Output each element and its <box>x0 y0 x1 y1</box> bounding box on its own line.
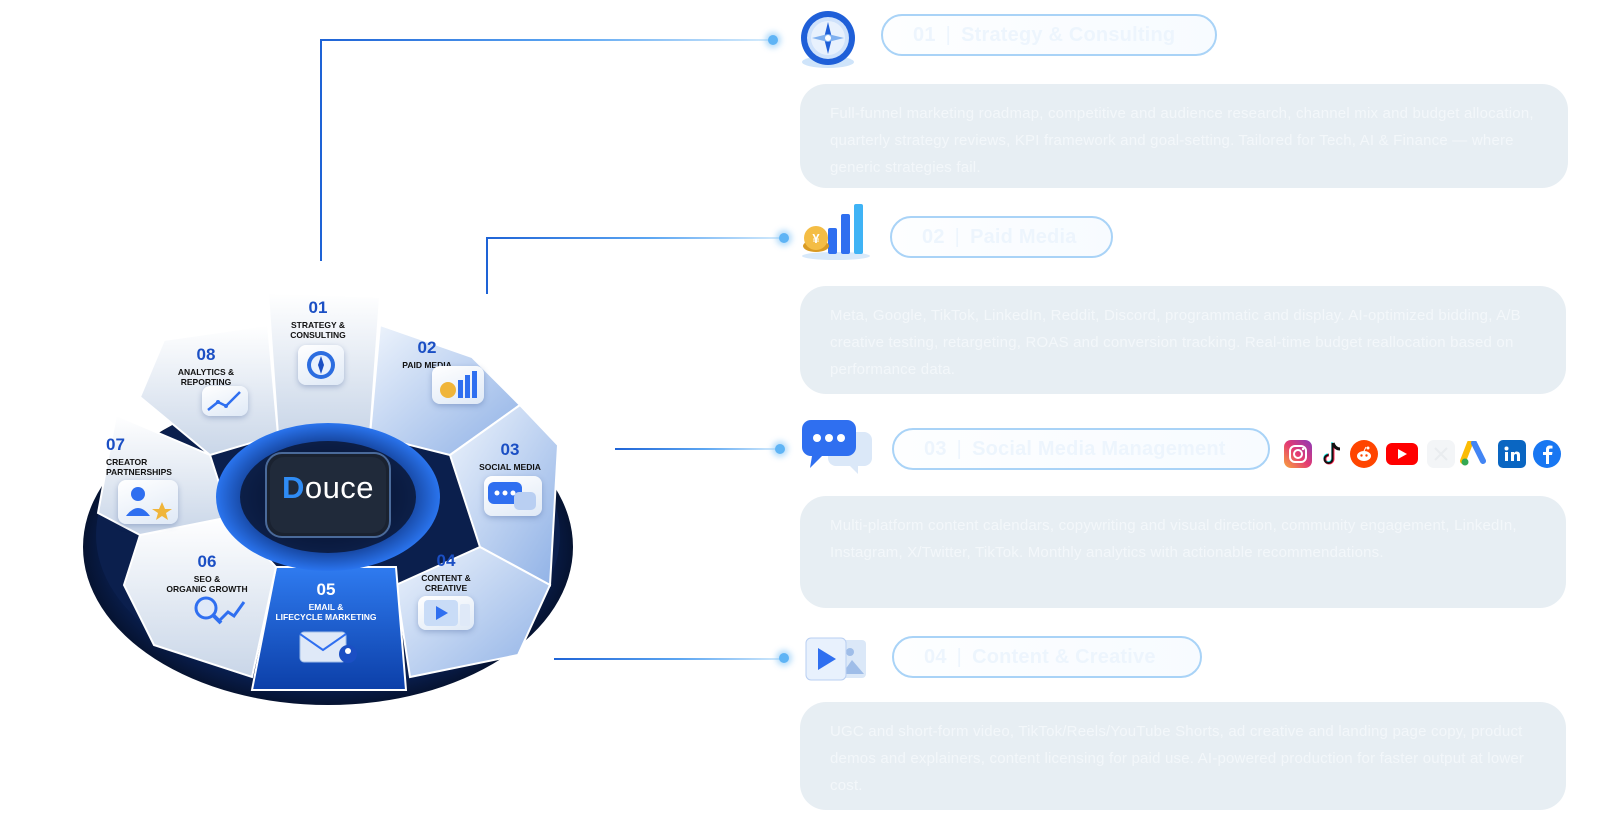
service-pill-02[interactable]: 02 | Paid Media <box>890 216 1113 258</box>
connector-horizontal-02 <box>486 237 784 239</box>
brand-logo-initial: D <box>281 470 305 505</box>
tiktok-icon[interactable] <box>1318 440 1346 468</box>
wheel-label-05: 05 EMAIL & LIFECYCLE MARKETING <box>268 580 384 622</box>
wheel-number-08: 08 <box>196 345 216 364</box>
reddit-icon[interactable] <box>1350 440 1378 468</box>
wheel-video-icon <box>418 596 474 630</box>
wheel-email-icon <box>296 628 362 666</box>
compass-icon <box>801 11 855 68</box>
chat-bubbles-icon <box>802 420 872 474</box>
wheel-label-01: 01 STRATEGY & CONSULTING <box>270 298 366 340</box>
brand-logo: Douce <box>270 470 386 506</box>
wheel-analytics-icon <box>202 386 248 416</box>
wheel-label-06: 06 SEO & ORGANIC GROWTH <box>160 552 254 594</box>
service-title-02: Paid Media <box>970 225 1077 248</box>
connector-vertical-02 <box>486 237 488 294</box>
svg-text:¥: ¥ <box>812 231 820 246</box>
wheel-number-02: 02 <box>417 338 437 357</box>
wheel-number-05: 05 <box>316 580 336 599</box>
connector-dot-04 <box>779 653 789 663</box>
connector-dot-01 <box>768 35 778 45</box>
connector-dot-02 <box>779 233 789 243</box>
service-description-04: UGC and short-form video, TikTok/Reels/Y… <box>800 702 1566 810</box>
wheel-chat-icon <box>484 476 542 516</box>
wheel-number-03: 03 <box>500 440 520 459</box>
wheel-label-02: 02 PAID MEDIA <box>395 338 459 370</box>
wheel-label-07: 07 CREATOR PARTNERSHIPS <box>106 435 186 477</box>
wheel-compass-icon <box>298 345 344 385</box>
connector-vertical-01 <box>320 39 322 261</box>
bar-chart-coins-icon: ¥ <box>802 204 870 260</box>
wheel-label-03: 03 SOCIAL MEDIA <box>472 440 548 472</box>
wheel-creator-icon <box>118 480 178 524</box>
wheel-label-08: 08 ANALYTICS & REPORTING <box>166 345 246 387</box>
wheel-number-04: 04 <box>436 551 456 570</box>
service-pill-04[interactable]: 04 | Content & Creative <box>892 636 1202 678</box>
wheel-seo-icon <box>188 594 248 630</box>
service-number-02: 02 <box>922 225 945 248</box>
connector-horizontal-04 <box>554 658 784 660</box>
video-image-icon <box>805 637 866 681</box>
service-description-01: Full-funnel marketing roadmap, competiti… <box>800 84 1568 188</box>
service-title-01: Strategy & Consulting <box>961 23 1176 46</box>
service-title-03: Social Media Management <box>972 437 1226 460</box>
connector-dot-03 <box>775 444 785 454</box>
service-number-01: 01 <box>913 23 936 46</box>
service-pill-03[interactable]: 03 | Social Media Management <box>892 428 1270 470</box>
linkedin-icon[interactable] <box>1498 440 1526 468</box>
service-pill-01[interactable]: 01 | Strategy & Consulting <box>881 14 1217 56</box>
service-number-03: 03 <box>924 437 947 460</box>
wheel-number-01: 01 <box>308 298 328 317</box>
wheel-number-07: 07 <box>106 435 125 454</box>
wheel-bar-chart-icon <box>432 366 484 404</box>
youtube-icon[interactable] <box>1386 443 1418 465</box>
service-description-03: Multi-platform content calendars, copywr… <box>800 496 1566 608</box>
wheel-number-06: 06 <box>197 552 217 571</box>
service-number-04: 04 <box>924 645 947 668</box>
google-ads-icon[interactable] <box>1460 440 1488 468</box>
connector-horizontal-01 <box>320 39 772 41</box>
connector-horizontal-03 <box>615 448 778 450</box>
brand-logo-rest: ouce <box>304 470 375 505</box>
service-title-04: Content & Creative <box>972 645 1156 668</box>
service-description-02: Meta, Google, TikTok, LinkedIn, Reddit, … <box>800 286 1566 394</box>
wheel-label-04: 04 CONTENT & CREATIVE <box>414 551 478 593</box>
instagram-icon[interactable] <box>1284 440 1312 468</box>
facebook-icon[interactable] <box>1533 440 1561 468</box>
x-icon[interactable] <box>1427 440 1455 468</box>
